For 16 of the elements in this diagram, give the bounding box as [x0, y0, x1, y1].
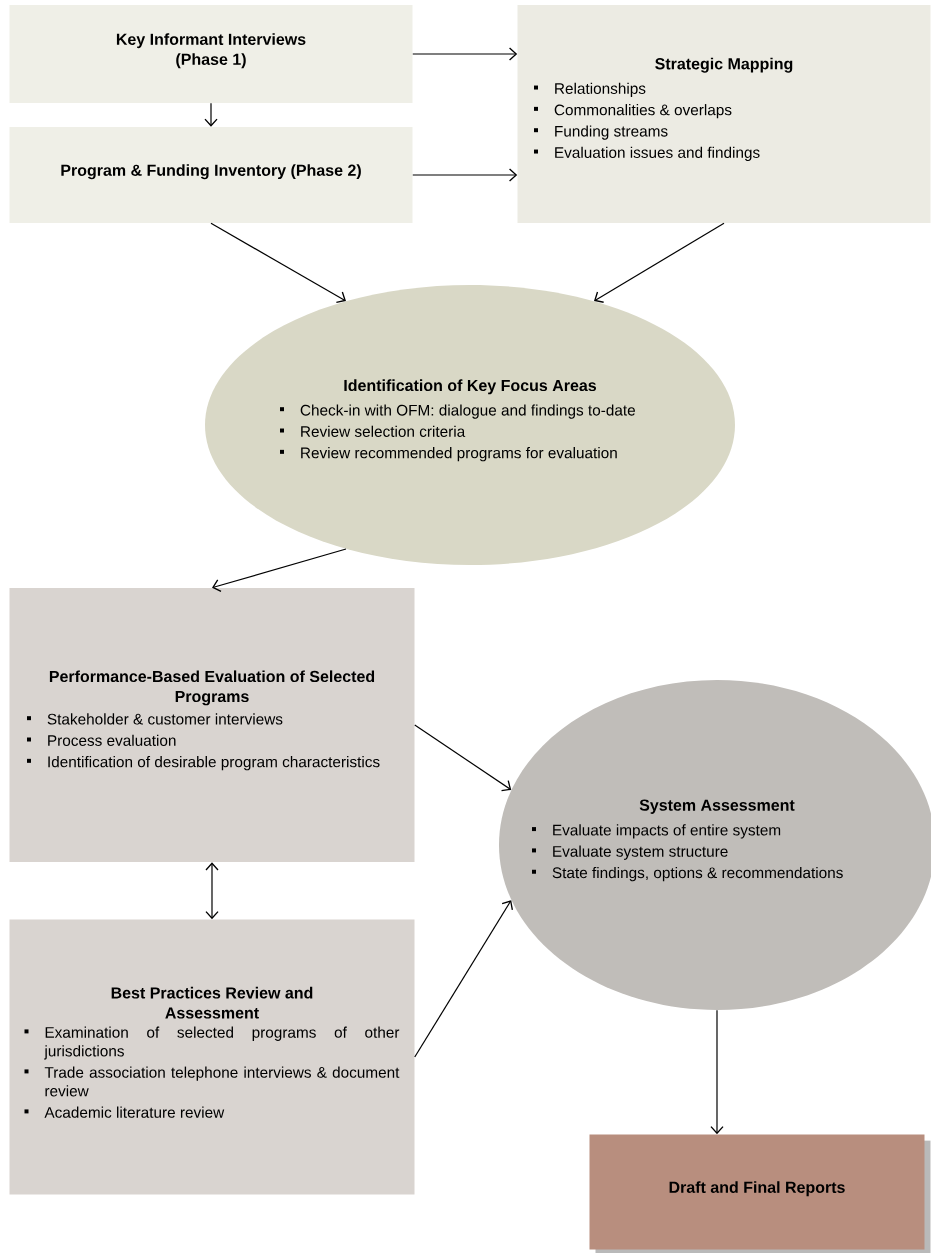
arrow: [204, 102, 218, 127]
process-box: Strategic Mapping Relationships Commonalities & overlaps Funding streams Evaluation issues and findings: [517, 5, 931, 223]
process-box: Performance-Based Evaluation of Selected Programs Stakeholder & customer interviews Process evaluation Identification of desirable program characteristics: [9, 588, 415, 862]
arrow: [414, 724, 512, 792]
arrow: [212, 548, 347, 593]
process-box: Draft and Final Reports: [589, 1134, 931, 1253]
arrow: [412, 168, 518, 182]
arrow: [210, 222, 346, 304]
arrow: [710, 1009, 724, 1135]
arrow: [412, 47, 518, 61]
process-box: Best Practices Review and Assessment Examination of selected programs of other jurisdictions Trade association telephone interviews & document review Academic literature review: [9, 919, 415, 1195]
process-box: Key Informant Interviews (Phase 1): [9, 5, 413, 103]
arrow: [594, 222, 725, 303]
arrow: [414, 900, 513, 1058]
process-box: Program & Funding Inventory (Phase 2): [9, 127, 413, 223]
arrow: [205, 862, 219, 920]
